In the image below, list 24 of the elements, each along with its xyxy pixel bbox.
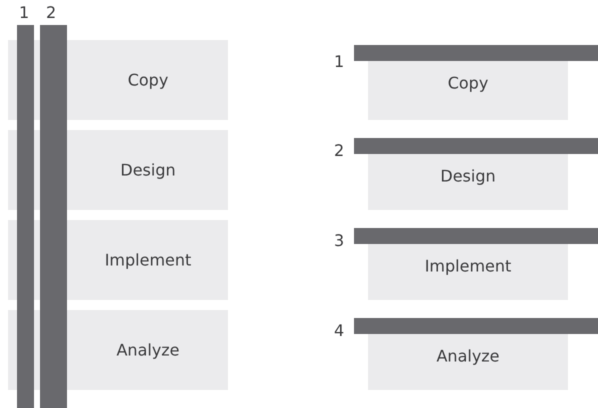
step-label: Design (120, 160, 176, 180)
progress-bar (17, 25, 34, 408)
step-box (368, 154, 568, 210)
bar-number: 3 (334, 233, 344, 249)
step-label: Analyze (436, 346, 500, 366)
step-box (368, 61, 568, 120)
progress-bar (354, 228, 598, 244)
bar-number: 2 (46, 5, 56, 21)
progress-bar (40, 25, 67, 408)
progress-bar (354, 45, 598, 61)
bar-number: 2 (334, 143, 344, 159)
step-label: Copy (448, 74, 488, 92)
step-label: Copy (128, 70, 168, 90)
bar-number: 1 (19, 5, 30, 21)
bar-number: 1 (334, 54, 344, 70)
step-label: Implement (104, 250, 192, 270)
step-box (368, 334, 568, 390)
step-label: Design (440, 166, 496, 186)
progress-bar (354, 318, 598, 334)
step-box (368, 244, 568, 300)
step-label: Analyze (116, 340, 180, 360)
progress-bar (354, 138, 598, 154)
step-label: Implement (424, 256, 512, 276)
bar-number: 4 (334, 323, 344, 339)
